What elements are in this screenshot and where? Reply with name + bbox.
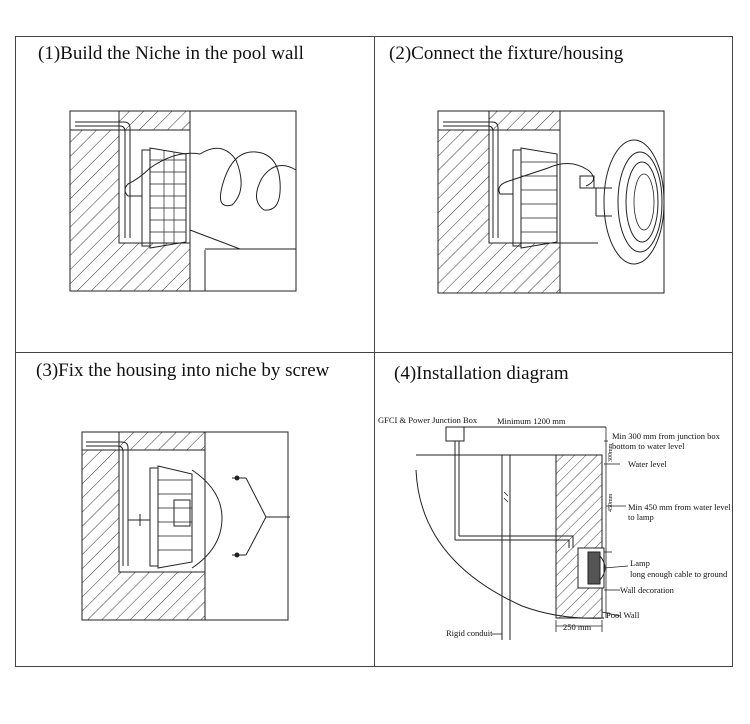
panel-1-niche-drawing: [69, 110, 297, 292]
min-450-label-line2: to lamp: [628, 512, 654, 522]
panel-1-caption: (1)Build the Niche in the pool wall: [38, 43, 304, 64]
panel-2-connect-drawing: [437, 110, 665, 294]
pool-wall-label: Pool Wall: [606, 610, 640, 620]
panel-3-caption: (3)Fix the housing into niche by screw: [36, 360, 330, 381]
grid-horizontal-divider: [15, 352, 733, 353]
min-1200-label: Minimum 1200 mm: [497, 416, 566, 426]
lamp-label-line2: long enough cable to ground: [630, 569, 728, 579]
dim-300-vertical-label: 300mm: [608, 443, 614, 462]
lamp-label-line1: Lamp: [630, 558, 650, 568]
panel-3-screw-drawing: [81, 431, 290, 621]
rigid-conduit-label: Rigid conduit: [446, 628, 493, 638]
grid-vertical-divider: [374, 36, 375, 667]
panel-4-installation-drawing: [415, 426, 629, 640]
min-300-label-line1: Min 300 mm from junction box: [612, 431, 721, 441]
wall-decoration-label: Wall decoration: [620, 585, 675, 595]
min-300-label-line2: bottom to water level: [612, 441, 685, 451]
dim-450-vertical-label: 450mm: [608, 493, 614, 512]
gfci-label: GFCI & Power Junction Box: [378, 415, 478, 425]
min-450-label-line1: Min 450 mm from water level: [628, 502, 731, 512]
dim-250-label: 250 mm: [563, 622, 591, 632]
junction-box: [445, 426, 465, 442]
panel-4-caption: (4)Installation diagram: [394, 363, 569, 384]
panel-2-caption: (2)Connect the fixture/housing: [389, 43, 624, 64]
water-level-label: Water level: [628, 459, 667, 469]
